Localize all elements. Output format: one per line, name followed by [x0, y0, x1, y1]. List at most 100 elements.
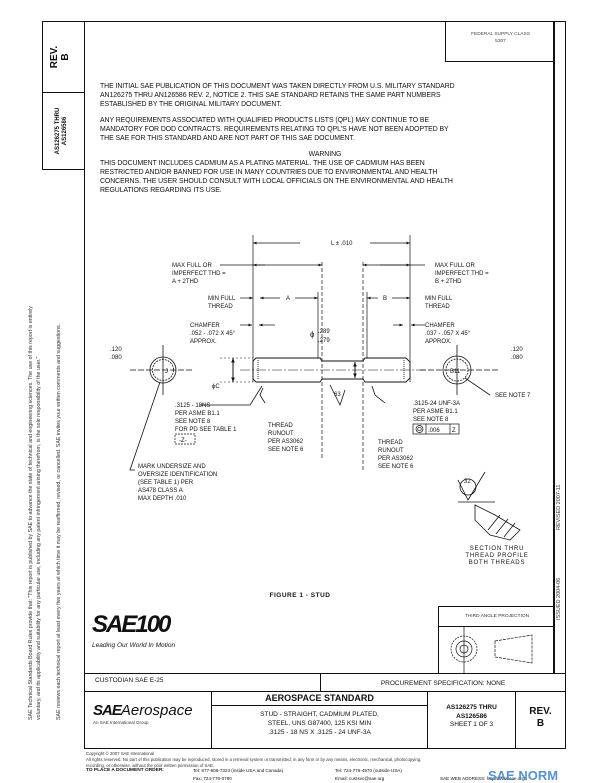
phi-c: ϕC: [212, 384, 220, 390]
chamfer-left: CHAMFER: [190, 323, 220, 329]
left-thread-line: SEE NOTE 8: [175, 419, 211, 425]
intro-paragraph-2: ANY REQUIREMENTS ASSOCIATED WITH QUALIFI…: [100, 116, 550, 143]
length-dim: L ± .010: [331, 241, 353, 247]
intro-paragraph-1: THE INITIAL SAE PUBLICATION OF THIS DOCU…: [100, 82, 550, 109]
tel-inside: Tel: 877-606-7323 (inside USA and Canada…: [193, 768, 284, 773]
stud-body: [220, 357, 425, 383]
dim-a: A: [286, 296, 290, 302]
chamfer-left-line: .052 - .072 X 45°: [190, 331, 236, 337]
procurement-cell: PROCUREMENT SPECIFICATION: NONE: [320, 673, 566, 692]
warning-title: WARNING: [308, 151, 342, 158]
section-finish: 32: [464, 479, 471, 485]
dimension-lines: [220, 235, 425, 470]
standard-heading: AEROSPACE STANDARD: [211, 691, 428, 706]
part-title-line: STUD - STRAIGHT, CADMIUM PLATED,: [260, 711, 379, 718]
min-full-right: MIN FULL: [425, 296, 453, 302]
right-thread-line: SEE NOTE 8: [413, 417, 449, 423]
runout-right-line: SEE NOTE 6: [378, 464, 414, 470]
mark-note-line: OVERSIZE IDENTIFICATION: [138, 472, 217, 478]
left-thread-line: PER ASME B1.1: [175, 411, 220, 417]
tolerance-value: .006: [428, 428, 440, 434]
min-full-left-line: THREAD: [208, 304, 233, 310]
custodian-text: CUSTODIAN SAE E-25: [95, 677, 164, 684]
section-label-line: THREAD PROFILE: [465, 553, 528, 559]
tel-outside: Tel: 724-776-4970 (outside USA): [335, 768, 402, 773]
warning-line: RESTRICTED AND/OR BANNED FOR USE IN MANY…: [100, 169, 438, 176]
mark-note-line: MAX DEPTH .010: [138, 496, 187, 502]
text-line: ANY REQUIREMENTS ASSOCIATED WITH QUALIFI…: [100, 117, 429, 124]
tolerance-datum: Z: [452, 428, 456, 434]
footer: Copyright © 2007 SAE International All r…: [86, 751, 566, 768]
warning-line: REGULATIONS REGARDING ITS USE.: [100, 187, 222, 194]
left-thread-line: FOR PD SEE TABLE 1: [175, 427, 237, 433]
min-full-left: MIN FULL: [208, 296, 236, 302]
max-full-right: MAX FULL OR: [435, 263, 475, 269]
figure-caption: FIGURE 1 - STUD: [270, 592, 331, 599]
section-label: SECTION THRU: [470, 546, 525, 552]
rev-cell: REV. B: [515, 691, 566, 749]
brand-sub: An SAE International Group: [93, 720, 149, 725]
projection-box: THIRD ANGLE PROJECTION: [438, 606, 555, 674]
sheet-number: SHEET 1 OF 3: [449, 721, 494, 728]
datum-boxes: [174, 423, 460, 445]
copyright: Copyright © 2007 SAE International: [86, 751, 155, 756]
dim-b: B: [383, 296, 387, 302]
brand-sae: SAE: [93, 702, 122, 719]
fsc-value: 5307: [495, 39, 506, 44]
section-label-line: BOTH THREADS: [469, 560, 526, 566]
runout-left-line: PER AS3062: [268, 439, 304, 445]
doc-number-line2: AS126586: [456, 712, 487, 720]
left-circle-mark: J: [165, 369, 168, 375]
right-thread-spec: .3125-24 UNF-3A: [413, 401, 460, 407]
text-line: ESTABLISHED BY THE ORIGINAL MILITARY DOC…: [100, 101, 282, 108]
runout-left-line: RUNOUT: [268, 431, 294, 437]
max-full-left-line: A + 2THD: [172, 279, 199, 285]
mark-note-line: (SEE TABLE 1) PER: [138, 480, 194, 486]
warning-line: CONCERNS. THE USER SHOULD CONSULT WITH L…: [100, 178, 453, 185]
runout-right-line: PER AS3062: [378, 456, 414, 462]
right-end-dim-max: .120: [511, 347, 523, 353]
right-thread-line: PER ASME B1.1: [413, 409, 458, 415]
runout-left-line: SEE NOTE 6: [268, 447, 304, 453]
max-full-left-line: IMPERFECT THD =: [172, 271, 226, 277]
max-full-right-line: IMPERFECT THD =: [435, 271, 489, 277]
order-label: TO PLACE A DOCUMENT ORDER:: [86, 768, 164, 773]
fax: Fax: 724-776-0790: [193, 776, 232, 781]
warning-line: THIS DOCUMENT INCLUDES CADMIUM AS A PLAT…: [100, 160, 425, 167]
email: Email: custsvc@sae.org: [335, 776, 385, 781]
chamfer-left-line: APPROX.: [190, 339, 217, 345]
custodian-cell: CUSTODIAN SAE E-25: [84, 673, 321, 692]
chamfer-right-line: .037 - .057 X 45°: [425, 331, 471, 337]
intro-text: THE INITIAL SAE PUBLICATION OF THIS DOCU…: [100, 82, 550, 195]
left-end-dim-min: .080: [110, 355, 122, 361]
text-line: THE INITIAL SAE PUBLICATION OF THIS DOCU…: [100, 83, 455, 90]
text-line: THE SAE FOR THIS STANDARD AND ARE NOT PA…: [100, 135, 355, 142]
chamfer-right-line: APPROX.: [425, 339, 452, 345]
part-title-line: .3125 - 18 NS X .3125 - 24 UNF-3A: [268, 729, 371, 736]
procurement-text: PROCUREMENT SPECIFICATION: NONE: [380, 680, 506, 687]
runout-left: THREAD: [268, 423, 293, 429]
doc-number-cell: AS126275 THRU AS126586 SHEET 1 OF 3: [427, 691, 516, 749]
rev-value: B: [536, 718, 545, 729]
third-angle-projection-icon: [450, 627, 533, 673]
text-line: AN126275 THRU AN126586 REV. 2, NOTICE 2.…: [100, 92, 441, 99]
projection-label: THIRD ANGLE PROJECTION: [439, 607, 555, 627]
see-note-7: SEE NOTE 7: [495, 393, 531, 399]
brand-aerospace: Aerospace: [120, 702, 193, 719]
logo-tagline: Leading Our World In Motion: [92, 642, 176, 649]
chamfer-right: CHAMFER: [425, 323, 455, 329]
datum-z: -Z-: [179, 438, 187, 444]
max-full-right-line: B + 2THD: [435, 279, 462, 285]
sae-aerospace-logo: SAEAerospace An SAE International Group: [84, 691, 212, 749]
diameter-min: .279: [318, 338, 330, 344]
right-end-dim-min: .080: [511, 355, 523, 361]
finish-63: 63: [334, 392, 341, 398]
right-strip-line: [553, 21, 555, 674]
diameter-max: .289: [318, 329, 330, 335]
doc-number-line1: AS126275 THRU: [446, 704, 497, 711]
mark-note-line: AS478 CLASS A: [138, 488, 183, 494]
rev-label: REV.: [529, 706, 552, 717]
right-circle-mark: B11: [450, 369, 461, 375]
fsc-label: FEDERAL SUPPLY CLASS: [471, 32, 530, 37]
part-title-line: STEEL, UNS G87400, 125 KSI MIN: [267, 720, 372, 727]
